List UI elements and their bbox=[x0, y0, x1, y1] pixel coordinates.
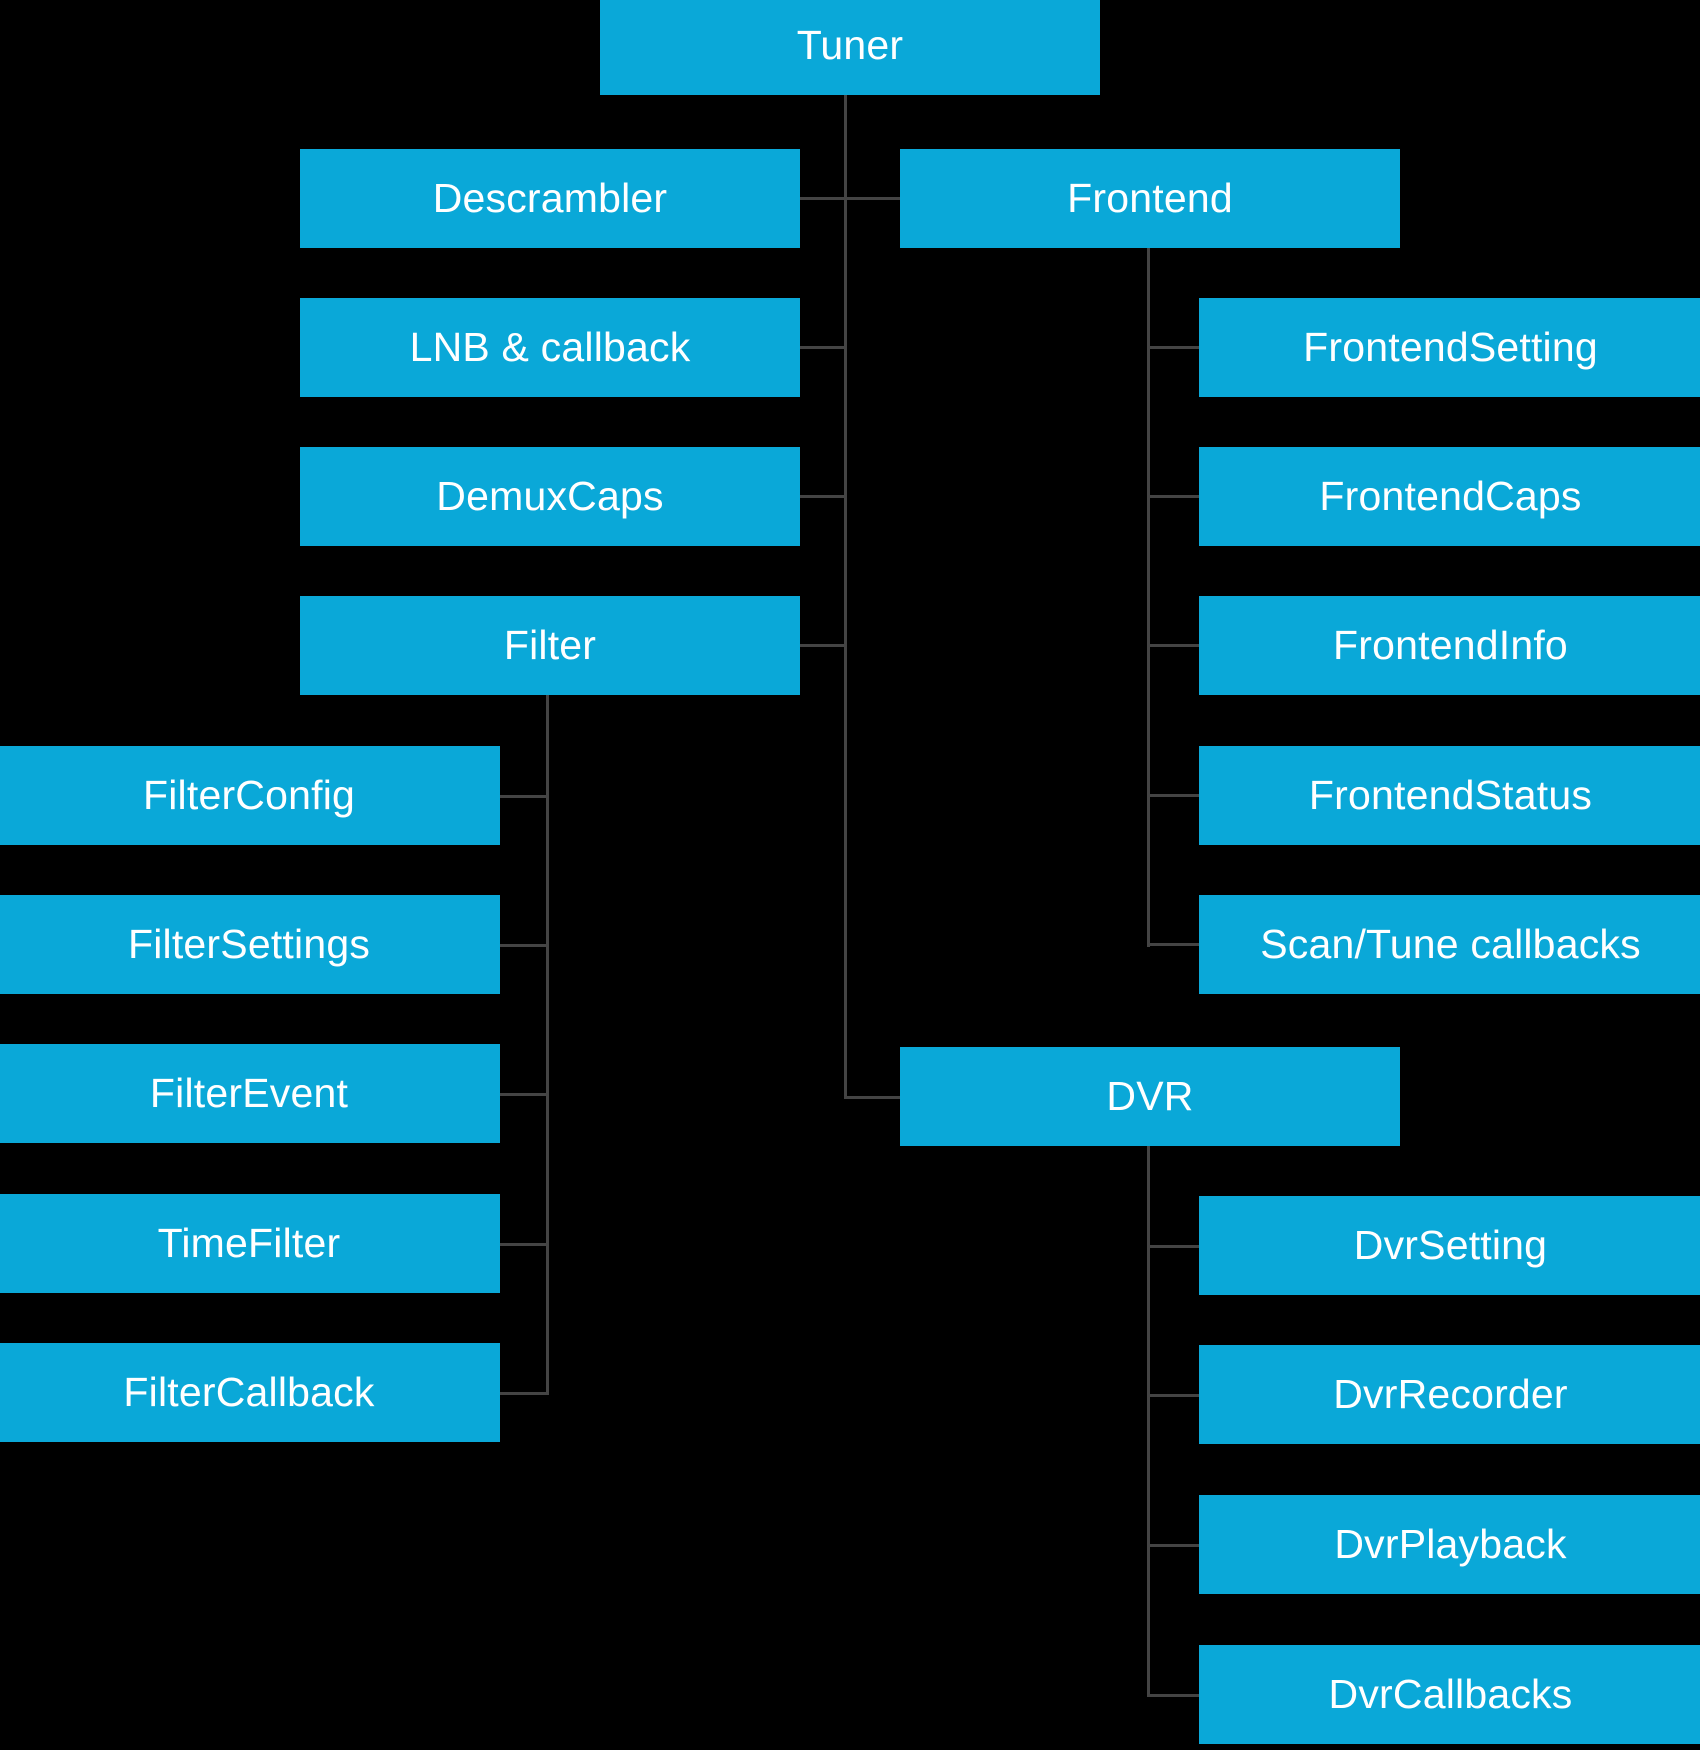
node-filtercallback[interactable]: FilterCallback bbox=[0, 1343, 500, 1442]
edge-dvr-dvrplayback bbox=[1147, 1544, 1199, 1547]
edge-frontend-frontendcaps bbox=[1147, 495, 1199, 498]
edge-frontend-frontendinfo bbox=[1147, 644, 1199, 647]
edge-tuner-dvr bbox=[844, 1096, 902, 1099]
edge-filter-filtercallback bbox=[500, 1392, 548, 1395]
node-filterconfig[interactable]: FilterConfig bbox=[0, 746, 500, 845]
edge-frontend-spine bbox=[1147, 247, 1150, 947]
edge-tuner-lnb bbox=[800, 346, 846, 349]
edge-filter-timefilter bbox=[500, 1243, 548, 1246]
node-descrambler[interactable]: Descrambler bbox=[300, 149, 800, 248]
node-frontendcaps[interactable]: FrontendCaps bbox=[1199, 447, 1700, 546]
node-tuner[interactable]: Tuner bbox=[600, 0, 1100, 95]
node-frontendstatus[interactable]: FrontendStatus bbox=[1199, 746, 1700, 845]
node-timefilter[interactable]: TimeFilter bbox=[0, 1194, 500, 1293]
edge-filter-filterconfig bbox=[500, 795, 548, 798]
node-filter[interactable]: Filter bbox=[300, 596, 800, 695]
edge-filter-filtersettings bbox=[500, 944, 548, 947]
edge-frontend-scantune bbox=[1147, 943, 1199, 946]
node-dvrrecorder[interactable]: DvrRecorder bbox=[1199, 1345, 1700, 1444]
edge-frontend-frontendstatus bbox=[1147, 794, 1199, 797]
edge-frontend-frontendsetting bbox=[1147, 346, 1199, 349]
node-scan-tune-callbacks[interactable]: Scan/Tune callbacks bbox=[1199, 895, 1700, 994]
node-filtersettings[interactable]: FilterSettings bbox=[0, 895, 500, 994]
edge-dvr-dvrrecorder bbox=[1147, 1394, 1199, 1397]
node-lnb-callback[interactable]: LNB & callback bbox=[300, 298, 800, 397]
edge-filter-spine bbox=[546, 694, 549, 1395]
node-dvrsetting[interactable]: DvrSetting bbox=[1199, 1196, 1700, 1295]
node-frontendinfo[interactable]: FrontendInfo bbox=[1199, 596, 1700, 695]
edge-tuner-demuxcaps bbox=[800, 495, 846, 498]
edge-filter-filterevent bbox=[500, 1093, 548, 1096]
edge-dvr-dvrcallbacks bbox=[1147, 1694, 1199, 1697]
edge-dvr-spine bbox=[1147, 1146, 1150, 1697]
edge-tuner-spine bbox=[844, 95, 847, 1099]
edge-tuner-filter bbox=[800, 644, 846, 647]
edge-tuner-frontend bbox=[844, 197, 902, 200]
node-dvrplayback[interactable]: DvrPlayback bbox=[1199, 1495, 1700, 1594]
node-demuxcaps[interactable]: DemuxCaps bbox=[300, 447, 800, 546]
node-dvr[interactable]: DVR bbox=[900, 1047, 1400, 1146]
node-frontend[interactable]: Frontend bbox=[900, 149, 1400, 248]
node-filterevent[interactable]: FilterEvent bbox=[0, 1044, 500, 1143]
edge-dvr-dvrsetting bbox=[1147, 1245, 1199, 1248]
node-dvrcallbacks[interactable]: DvrCallbacks bbox=[1199, 1645, 1700, 1744]
node-frontendsetting[interactable]: FrontendSetting bbox=[1199, 298, 1700, 397]
